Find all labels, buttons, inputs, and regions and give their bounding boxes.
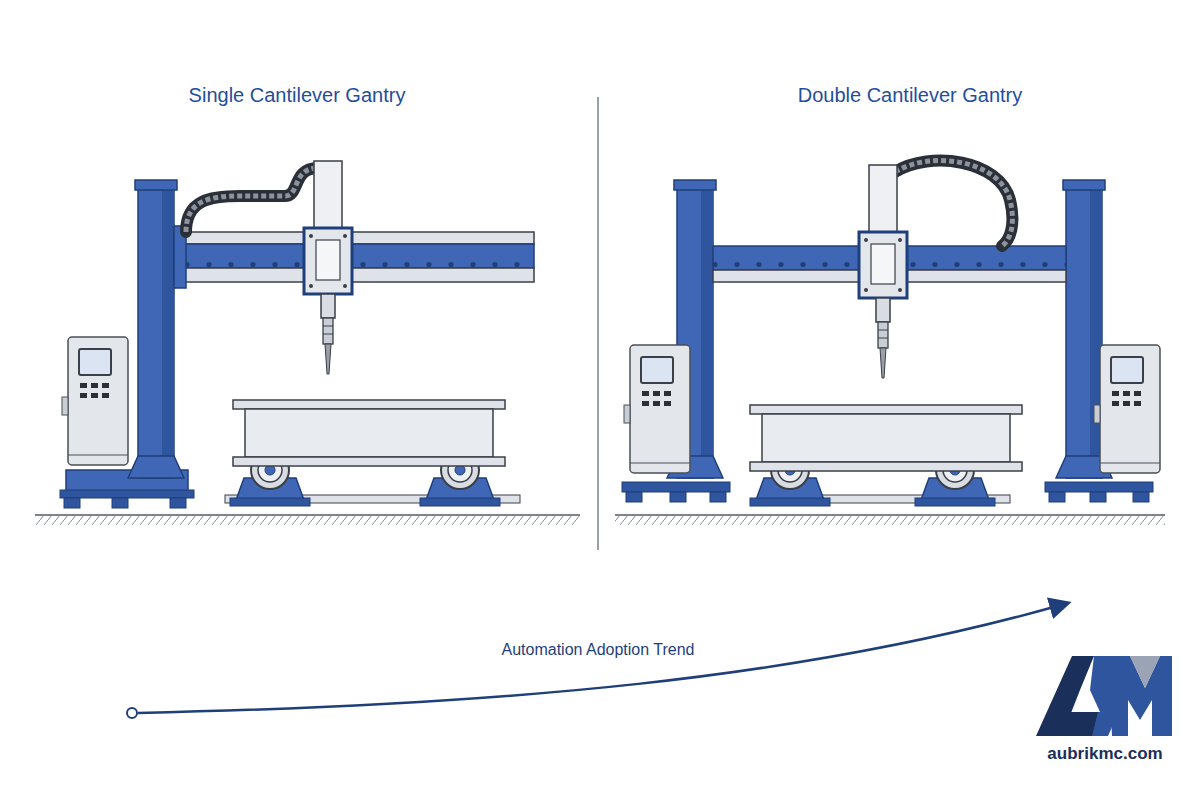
divider-line: [597, 97, 599, 550]
single-cantilever-gantry: [35, 161, 580, 525]
double-cantilever-gantry: [615, 161, 1165, 525]
website-url: aubrikmc.com: [1047, 744, 1162, 764]
trend-label: Automation Adoption Trend: [501, 640, 694, 659]
panel-heading: Double Cantilever Gantry: [798, 83, 1023, 107]
trend-arrow: [127, 603, 1068, 718]
logo-mark: [1036, 656, 1172, 736]
panel-heading: Single Cantilever Gantry: [189, 83, 406, 107]
